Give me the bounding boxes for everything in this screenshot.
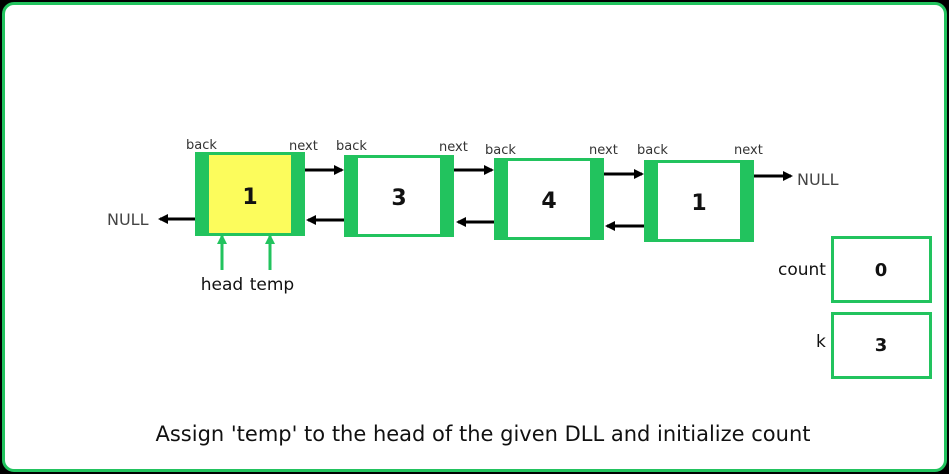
count-label: count: [778, 260, 826, 280]
next-label: next: [289, 139, 318, 154]
count-value: 0: [875, 260, 888, 281]
back-label: back: [186, 138, 217, 153]
dll-node-2: 3 back next: [336, 139, 468, 237]
head-pointer-label: head: [201, 275, 243, 295]
k-variable: k 3: [816, 312, 932, 379]
back-label: back: [637, 143, 668, 158]
next-label: next: [589, 143, 618, 158]
k-value: 3: [875, 335, 888, 356]
dll-node-4: 1 back next: [637, 143, 763, 242]
dll-node-3: 4 back next: [485, 143, 618, 240]
caption: Assign 'temp' to the head of the given D…: [156, 422, 811, 446]
next-label: next: [439, 140, 468, 155]
k-label: k: [816, 332, 826, 352]
null-left-label: NULL: [107, 210, 149, 229]
back-label: back: [485, 143, 516, 158]
node-value: 1: [242, 185, 257, 210]
null-right-label: NULL: [797, 170, 839, 189]
back-label: back: [336, 139, 367, 154]
temp-pointer-label: temp: [250, 275, 294, 295]
dll-node-1: 1 back next: [186, 138, 318, 236]
node-value: 1: [691, 191, 706, 216]
next-label: next: [734, 143, 763, 158]
count-variable: count 0: [778, 236, 932, 303]
node-value: 3: [391, 186, 406, 211]
node-value: 4: [541, 189, 556, 214]
